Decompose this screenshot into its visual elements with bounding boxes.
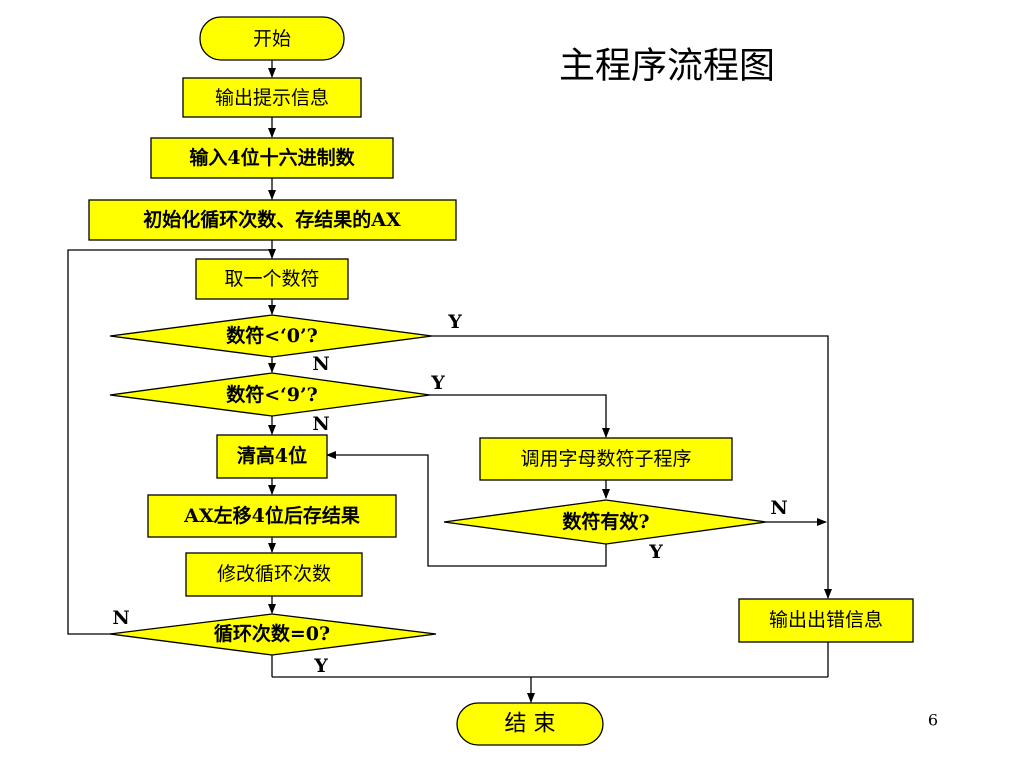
- node-start: 开始: [199, 16, 345, 61]
- edge-cmp0-yes: [432, 335, 832, 599]
- decision-cmp-9-label: 数符<‘9’?: [226, 383, 318, 406]
- node-input-hex-label: 输入4位十六进制数: [189, 146, 355, 169]
- node-shift-label: AX左移4位后存结果: [183, 504, 360, 527]
- decision-valid-label: 数符有效?: [562, 510, 649, 533]
- page-number: 6: [928, 711, 938, 730]
- node-call-sub-label: 调用字母数符子程序: [520, 448, 691, 470]
- decision-loop-zero-label: 循环次数=0?: [214, 622, 330, 645]
- node-output-prompt: 输出提示信息: [182, 77, 362, 118]
- node-modify-loop: 修改循环次数: [185, 552, 363, 597]
- label-cmp9-yes: Y: [430, 372, 445, 394]
- node-take-char: 取一个数符: [195, 258, 349, 300]
- label-valid-no: N: [770, 497, 787, 519]
- label-cmp0-yes: Y: [447, 311, 462, 333]
- node-take-char-label: 取一个数符: [224, 268, 319, 290]
- node-init: 初始化循环次数、存结果的AX: [88, 199, 457, 241]
- decision-loop-zero: 循环次数=0?: [109, 613, 437, 656]
- label-loop-yes: Y: [313, 655, 328, 677]
- decision-valid: 数符有效?: [443, 499, 767, 545]
- node-output-error-label: 输出出错信息: [769, 609, 883, 631]
- label-cmp0-no: N: [312, 353, 329, 375]
- node-call-sub: 调用字母数符子程序: [479, 437, 733, 481]
- edge-cmp9-yes: [430, 394, 610, 438]
- node-clear-high-label: 清高4位: [237, 444, 307, 467]
- node-shift: AX左移4位后存结果: [147, 494, 397, 538]
- decision-cmp-0-label: 数符<‘0’?: [226, 324, 318, 347]
- diagram-title: 主程序流程图: [559, 46, 775, 87]
- node-input-hex: 输入4位十六进制数: [150, 137, 394, 179]
- node-output-prompt-label: 输出提示信息: [215, 87, 329, 109]
- label-valid-yes: Y: [648, 541, 663, 563]
- node-start-label: 开始: [253, 28, 291, 50]
- node-clear-high: 清高4位: [216, 434, 328, 479]
- label-loop-no: N: [112, 607, 129, 629]
- decision-cmp-9: 数符<‘9’?: [109, 372, 431, 417]
- node-end: 结 束: [456, 702, 604, 746]
- node-init-label: 初始化循环次数、存结果的AX: [143, 208, 401, 231]
- connectors: [67, 60, 832, 703]
- node-output-error: 输出出错信息: [738, 598, 914, 643]
- edge-valid-yes: [326, 451, 607, 567]
- node-end-label: 结 束: [505, 712, 556, 737]
- edge-loop-back: [67, 249, 272, 635]
- node-modify-loop-label: 修改循环次数: [217, 563, 331, 585]
- decision-cmp-0: 数符<‘0’?: [109, 314, 433, 358]
- label-cmp9-no: N: [312, 413, 329, 435]
